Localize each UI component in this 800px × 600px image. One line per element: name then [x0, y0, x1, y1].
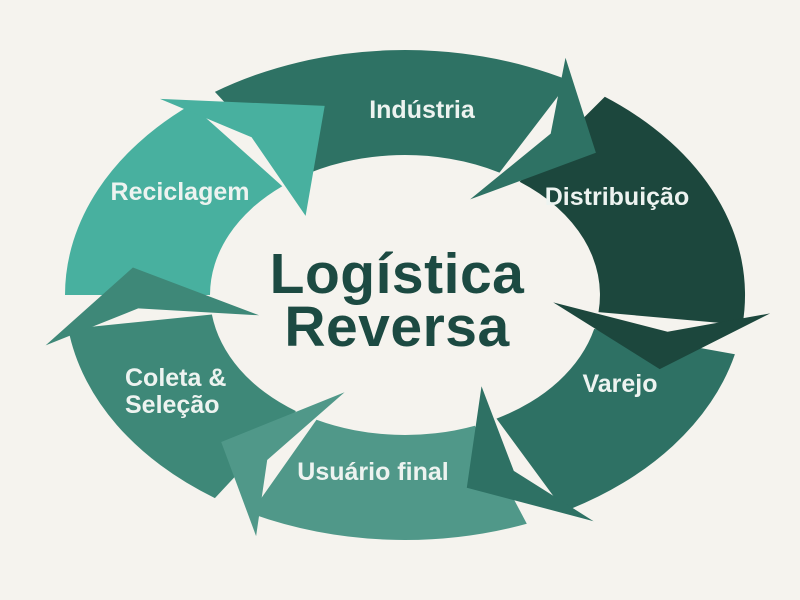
stage-industria-label: Indústria	[369, 96, 476, 124]
stage-usuario-final-arrow-head	[221, 392, 345, 537]
stage-reciclagem-label: Reciclagem	[111, 178, 250, 206]
center-title-line2: Reversa	[284, 295, 510, 359]
stage-industria-arrow-head	[470, 57, 596, 200]
stage-usuario-final-arrow-body	[250, 419, 527, 540]
stage-usuario-final-label: Usuário final	[297, 458, 448, 486]
stage-varejo-arrow-head	[466, 386, 594, 522]
stage-varejo-label: Varejo	[582, 370, 657, 398]
stage-distribuicao-arrow-head	[553, 302, 771, 370]
stage-coleta-selecao-arrow-head	[45, 267, 260, 346]
stage-reciclagem-arrow-head	[160, 98, 325, 216]
stage-varejo-arrow-body	[496, 328, 735, 512]
arrow-heads-layer	[45, 57, 771, 537]
stage-coleta-selecao-label: Coleta &Seleção	[125, 364, 226, 419]
stage-reciclagem-arrow-body	[65, 104, 283, 295]
stage-distribuicao-label: Distribuição	[545, 183, 689, 211]
center-title-line1: Logística	[270, 242, 526, 306]
